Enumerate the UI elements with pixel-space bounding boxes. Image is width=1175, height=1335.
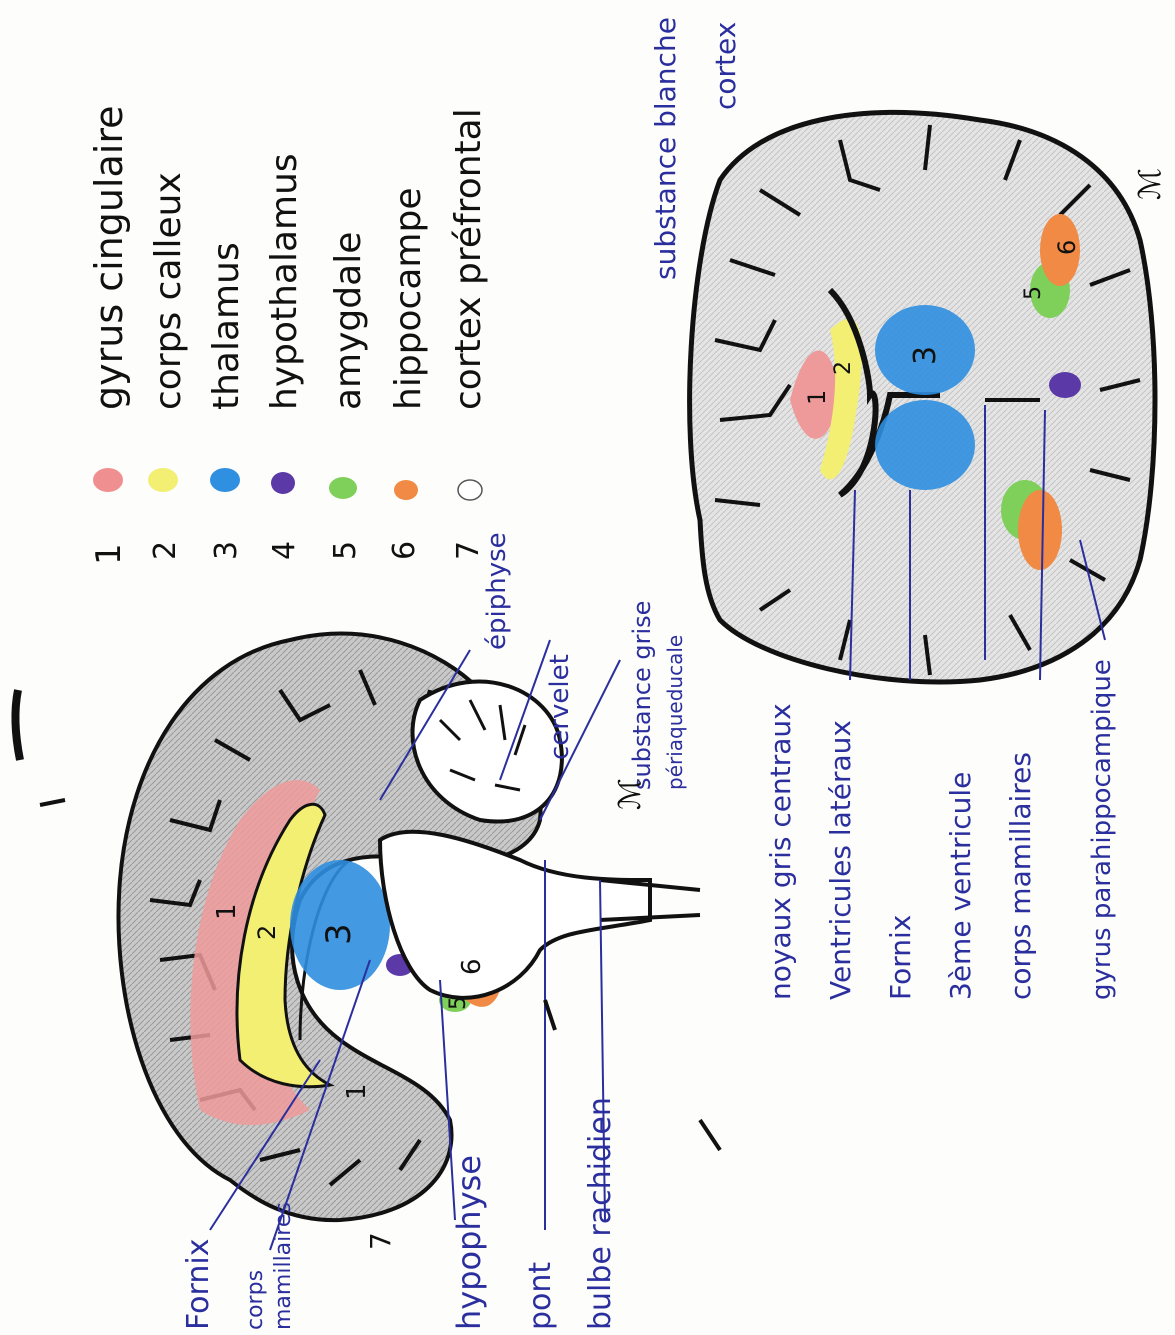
- coronal-label-fornix: Fornix: [884, 915, 917, 1000]
- legend-swatch-1: [93, 468, 123, 492]
- sagittal-num-6: 6: [457, 958, 487, 975]
- legend-swatch-3: [210, 468, 240, 492]
- sagittal-num-3: 3: [319, 923, 359, 945]
- top-edge-mark: [15, 690, 20, 760]
- sagittal-view: 1 1 2 3 5 6 Fornix corps mamillaires 7 h…: [40, 532, 720, 1330]
- legend-swatch-2: [148, 468, 178, 492]
- coronal-label-ventricules: Ventricules latéraux: [824, 720, 857, 1000]
- legend-label-1: gyrus cingulaire: [87, 105, 131, 410]
- legend-num-2: 2: [148, 541, 183, 560]
- legend-num-3: 3: [209, 541, 244, 560]
- legend-swatch-5: [329, 477, 357, 499]
- legend-num-6: 6: [387, 541, 422, 560]
- legend: 1 2 3 4 5 6 7 gyrus cingulaire corps cal…: [87, 105, 489, 565]
- coronal-label-corps-mamillaires: corps mamillaires: [1004, 752, 1037, 1000]
- coronal-thalamus-right: [875, 400, 975, 490]
- legend-swatch-7: [458, 480, 482, 500]
- coronal-hippocampe-right: [1018, 490, 1062, 570]
- sagittal-num-2: 2: [253, 925, 281, 940]
- sagittal-label-corps-2: mamillaires: [271, 1202, 296, 1330]
- sagittal-label-substance-1: substance grise: [628, 601, 656, 790]
- coronal-hypothalamus: [1049, 372, 1081, 398]
- coronal-label-cortex: cortex: [709, 22, 742, 110]
- legend-label-3: thalamus: [206, 242, 247, 410]
- sagittal-label-hypophyse: hypophyse: [450, 1155, 488, 1330]
- sagittal-sign: ℳ: [613, 778, 648, 810]
- sagittal-label-bulbe: bulbe rachidien: [583, 1097, 618, 1330]
- sagittal-label-pont: pont: [523, 1262, 558, 1330]
- coronal-label-gyrus-parahippo: gyrus parahippocampique: [1087, 659, 1117, 1000]
- sagittal-label-substance-2: périaqueducale: [663, 635, 687, 790]
- sagittal-label-fornix: Fornix: [181, 1239, 216, 1330]
- sagittal-label-corps-1: corps: [243, 1270, 268, 1330]
- coronal-num-5: 5: [1021, 286, 1046, 300]
- legend-label-4: hypothalamus: [264, 153, 305, 410]
- coronal-num-2: 2: [831, 361, 856, 375]
- coronal-label-noyaux: noyaux gris centraux: [764, 703, 797, 1000]
- legend-label-2: corps calleux: [148, 172, 189, 410]
- coronal-num-3: 3: [908, 346, 943, 365]
- legend-label-5: amygdale: [328, 232, 369, 410]
- legend-label-7: cortex préfrontal: [448, 108, 489, 410]
- sagittal-num-5: 5: [446, 996, 471, 1010]
- sagittal-brainstem: [380, 832, 650, 998]
- legend-swatch-4: [271, 472, 295, 494]
- legend-num-7: 7: [451, 541, 486, 560]
- coronal-view: 1 2 3 5 6 substance blanche cortex noyau…: [649, 17, 1168, 1000]
- sagittal-label-epiphyse: épiphyse: [482, 532, 512, 650]
- coronal-num-6: 6: [1053, 240, 1081, 255]
- sagittal-label-seven: 7: [364, 1232, 397, 1250]
- coronal-sign: ℳ: [1133, 168, 1168, 200]
- legend-num-4: 4: [267, 541, 302, 560]
- sagittal-num-1a: 1: [212, 903, 242, 920]
- legend-num-1: 1: [89, 543, 129, 565]
- legend-num-5: 5: [328, 541, 363, 560]
- coronal-label-substance-blanche: substance blanche: [649, 17, 682, 280]
- sagittal-label-cervelet: cervelet: [545, 654, 575, 760]
- coronal-label-troisieme: 3ème ventricule: [944, 772, 977, 1000]
- legend-swatch-6: [394, 480, 418, 500]
- legend-label-6: hippocampe: [388, 188, 429, 410]
- sagittal-num-1b: 1: [342, 1083, 372, 1100]
- coronal-num-1: 1: [803, 390, 831, 405]
